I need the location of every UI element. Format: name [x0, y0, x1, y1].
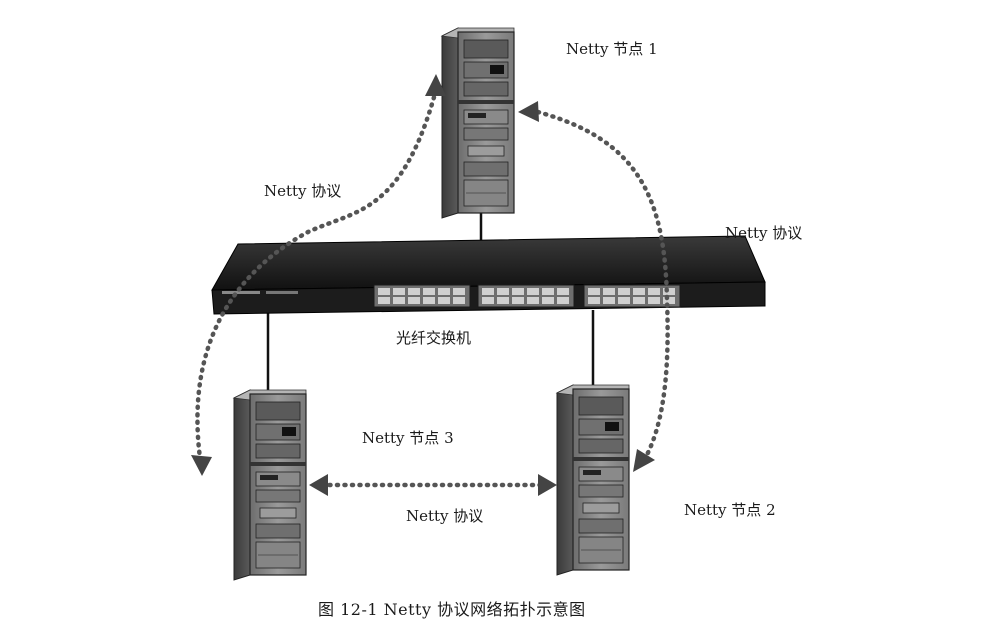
- arrowhead-node3-bottom: [309, 474, 328, 496]
- figure-caption: 图 12-1 Netty 协议网络拓扑示意图: [318, 600, 586, 619]
- arrowhead-node1-left: [425, 74, 446, 96]
- fiber-switch: [211, 235, 766, 315]
- arrowhead-node2-right: [633, 449, 655, 472]
- server-node2-icon: [556, 384, 630, 576]
- arrowhead-node2-bottom: [538, 474, 557, 496]
- server-node3-icon: [233, 389, 307, 581]
- arrowhead-node1-right: [518, 101, 539, 122]
- node3-label: Netty 节点 3: [362, 429, 454, 447]
- server-node1-icon: [441, 27, 515, 219]
- protocol-label-bottom: Netty 协议: [406, 507, 484, 525]
- arrowhead-node3-top: [191, 455, 212, 476]
- node1-label: Netty 节点 1: [566, 40, 658, 58]
- node2-label: Netty 节点 2: [684, 501, 776, 519]
- protocol-label-left: Netty 协议: [264, 182, 342, 200]
- protocol-label-right: Netty 协议: [725, 224, 803, 242]
- protocol-link-node1-node2: [535, 109, 670, 465]
- protocol-link-node1-node3: [195, 87, 439, 461]
- switch-label: 光纤交换机: [396, 329, 472, 347]
